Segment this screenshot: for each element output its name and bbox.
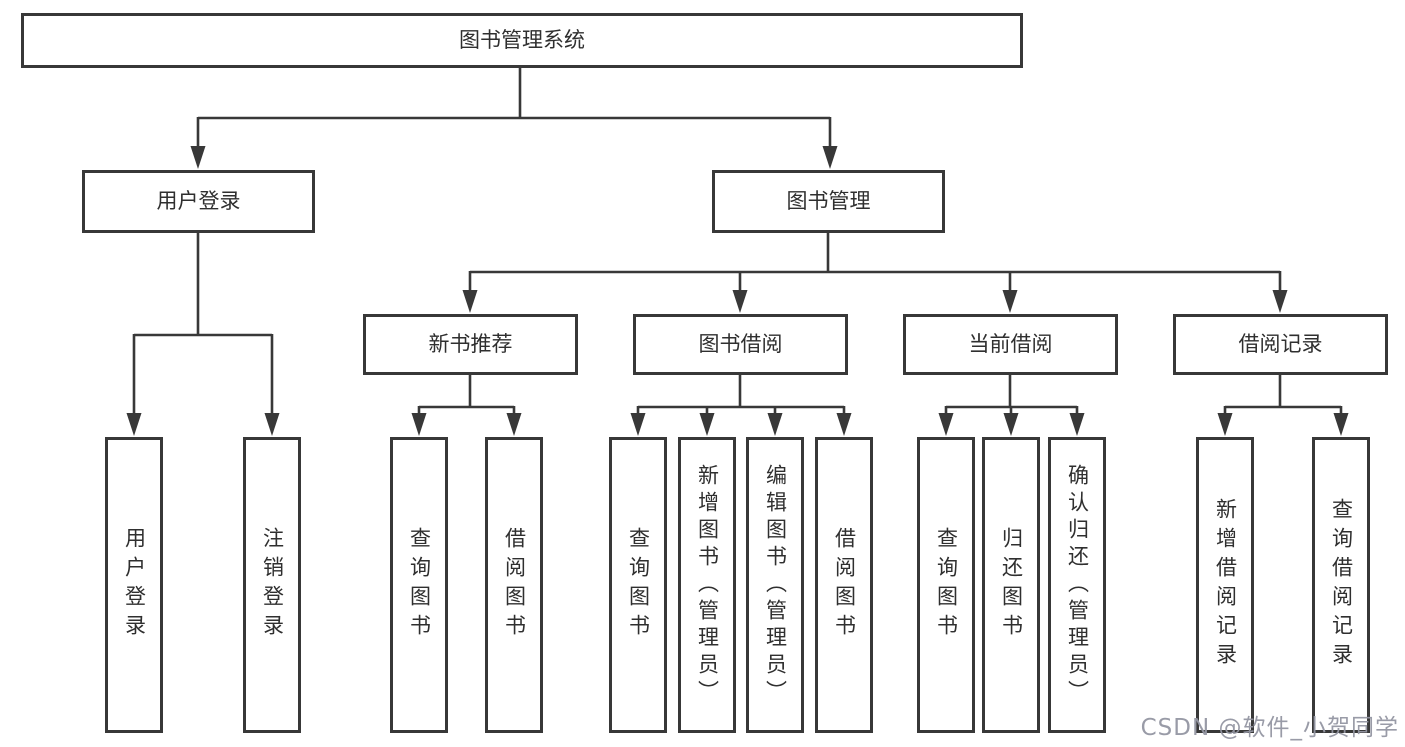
node-library-system: 图书管理系统 [21,13,1023,68]
leaf-query-books-borrowing: 查询图书 [609,437,667,733]
node-user-login: 用户登录 [82,170,315,233]
leaf-borrow-books-recommendation: 借阅图书 [485,437,543,733]
leaf-query-books-current: 查询图书 [917,437,975,733]
leaf-logout: 注销登录 [243,437,301,733]
leaf-user-login: 用户登录 [105,437,163,733]
leaf-edit-book-admin: 编辑图书（管理员） [746,437,804,733]
leaf-add-book-admin: 新增图书（管理员） [678,437,736,733]
node-new-book-recommendation: 新书推荐 [363,314,578,375]
leaf-return-book: 归还图书 [982,437,1040,733]
leaf-confirm-return-admin: 确认归还（管理员） [1048,437,1106,733]
node-book-borrowing: 图书借阅 [633,314,848,375]
leaf-query-books-recommendation: 查询图书 [390,437,448,733]
leaf-borrow-books: 借阅图书 [815,437,873,733]
watermark: CSDN @软件_小贺同学 [1140,715,1399,741]
leaf-query-borrow-record: 查询借阅记录 [1312,437,1370,733]
node-book-management: 图书管理 [712,170,945,233]
leaf-add-borrow-record: 新增借阅记录 [1196,437,1254,733]
node-borrowing-records: 借阅记录 [1173,314,1388,375]
node-current-borrowing: 当前借阅 [903,314,1118,375]
